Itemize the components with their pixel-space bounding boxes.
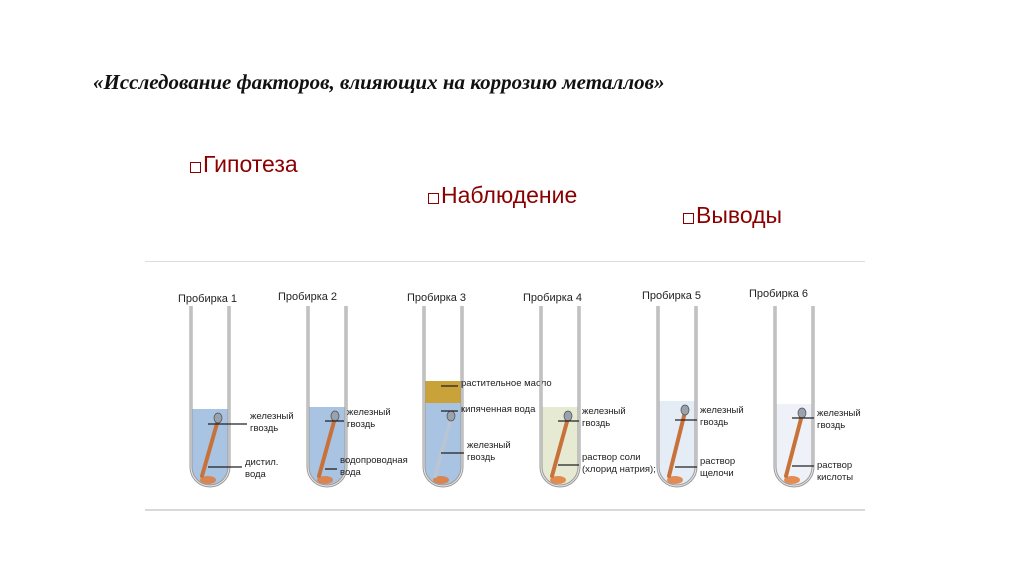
test-tube-glass-highlight [423, 306, 463, 487]
tube-label-text: железный [250, 411, 294, 422]
tube-label-text: железный [582, 406, 626, 417]
tube-label-text: водопроводная [340, 455, 408, 466]
test-tubes-diagram: Пробирка 1железныйгвоздьдистил.водаПроби… [178, 288, 861, 488]
diagram-panel-bottom-border [145, 509, 865, 511]
iron-nail [784, 413, 804, 478]
tube-label-text: гвоздь [582, 418, 610, 429]
tube-name-label: Пробирка 3 [407, 292, 466, 304]
tube-label-text: железный [700, 405, 744, 416]
bullet-observation: Наблюдение [428, 182, 577, 209]
nail-head [330, 410, 340, 422]
iron-nail [550, 416, 570, 478]
tube-label-text: кипяченная вода [461, 404, 536, 415]
tube-label-text: (хлорид натрия); [582, 464, 656, 475]
rust-deposit [550, 476, 566, 484]
iron-nail [667, 410, 687, 478]
tube-label-text: гвоздь [700, 417, 728, 428]
nail-head [797, 407, 807, 419]
nail-head [446, 410, 456, 422]
rust-deposit [667, 476, 683, 484]
tube-label-text: дистил. [245, 457, 278, 468]
rust-deposit [433, 476, 449, 484]
tube-name-label: Пробирка 6 [749, 288, 808, 300]
tube-label-text: щелочи [700, 468, 734, 479]
tube-label-text: железный [467, 440, 511, 451]
iron-nail [433, 416, 453, 478]
nail-head [213, 412, 223, 424]
tube-label-text: железный [817, 408, 861, 419]
rust-deposit [200, 476, 216, 484]
iron-nail [200, 418, 220, 478]
tube-label-text: вода [245, 469, 267, 480]
tube-name-label: Пробирка 5 [642, 290, 701, 302]
checkbox-bullet-icon [428, 193, 439, 204]
bullet-conclusions: Выводы [683, 202, 782, 229]
tube-liquid [424, 381, 462, 486]
bullet-label: Гипотеза [203, 151, 298, 177]
tube-label-text: гвоздь [817, 420, 845, 431]
bullet-label: Выводы [696, 202, 783, 228]
tube-label-text: вода [340, 467, 362, 478]
tube-label-text: гвоздь [467, 452, 495, 463]
tube-label-text: раствор [700, 456, 735, 467]
bullet-label: Наблюдение [441, 182, 578, 208]
tube-label-text: раствор [817, 460, 852, 471]
rust-deposit [784, 476, 800, 484]
test-tube-glass-highlight [190, 306, 230, 487]
test-tube-glass-highlight [307, 306, 347, 487]
checkbox-bullet-icon [683, 213, 694, 224]
tube-label-text: железный [347, 407, 391, 418]
tube-name-label: Пробирка 2 [278, 291, 337, 303]
tube-label-text: кислоты [817, 472, 853, 483]
checkbox-bullet-icon [190, 162, 201, 173]
test-tube-glass-highlight [540, 306, 580, 487]
bullet-hypothesis: Гипотеза [190, 151, 298, 178]
slide-title: «Исследование факторов, влияющих на корр… [93, 70, 665, 94]
tube-label-text: гвоздь [250, 423, 278, 434]
oil-layer [424, 381, 462, 403]
tube-label-text: растительное масло [461, 378, 552, 389]
tube-label-text: гвоздь [347, 419, 375, 430]
nail-head [680, 404, 690, 416]
tube-label-text: раствор соли [582, 452, 641, 463]
tube-name-label: Пробирка 4 [523, 292, 582, 304]
iron-nail [317, 416, 337, 478]
rust-deposit [317, 476, 333, 484]
diagram-panel-top-border [145, 261, 865, 262]
tube-name-label: Пробирка 1 [178, 293, 237, 305]
test-tube-glass-highlight [774, 306, 814, 487]
nail-head [563, 410, 573, 422]
test-tube-glass-highlight [657, 306, 697, 487]
